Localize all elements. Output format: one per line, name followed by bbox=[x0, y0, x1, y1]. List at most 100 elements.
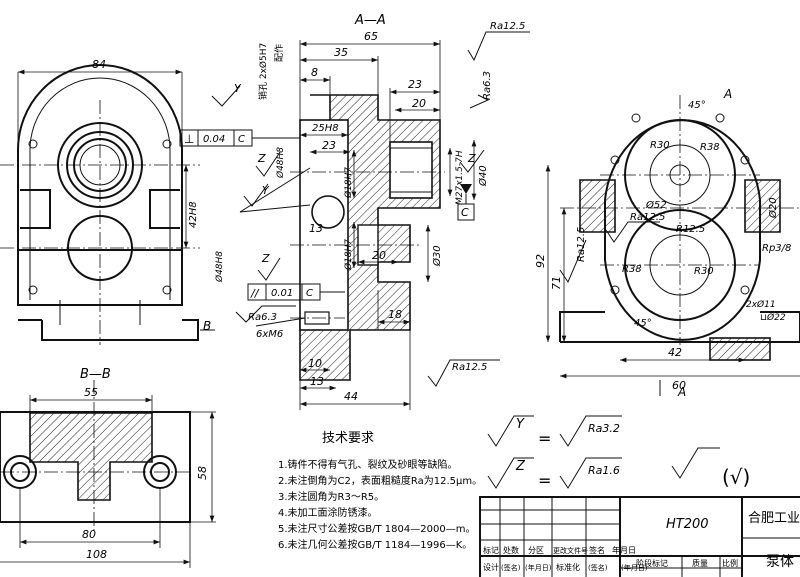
rough-ra63-b: Ra6.3 bbox=[248, 312, 277, 323]
dim-20a: 20 bbox=[412, 97, 426, 110]
dim-25h8: 25H8 bbox=[312, 123, 339, 134]
tech-item-1: 1.铸件不得有气孔、裂纹及砂眼等缺陷。 bbox=[278, 458, 458, 471]
svg-text:0.04: 0.04 bbox=[203, 134, 225, 145]
tech-item-3: 3.未注圆角为R3～R5。 bbox=[278, 490, 384, 503]
dim-r30-a: R30 bbox=[650, 140, 670, 151]
dim-r125: R12.5 bbox=[676, 224, 705, 235]
dim-d20: Ø20 bbox=[767, 197, 779, 219]
cut-label-a-top: A bbox=[723, 87, 732, 101]
mass-label: 质量 bbox=[692, 558, 708, 568]
tech-title: 技术要求 bbox=[322, 431, 374, 446]
svg-text:C: C bbox=[306, 288, 313, 299]
section-aa-title: A—A bbox=[354, 13, 386, 28]
front-view: 84 42H8 B bbox=[0, 58, 215, 345]
svg-text:⊥: ⊥ bbox=[184, 132, 194, 146]
svg-text:设计: 设计 bbox=[483, 562, 499, 572]
dim-d30: Ø30 bbox=[431, 245, 443, 267]
dim-13: 13 bbox=[309, 222, 323, 235]
datum-c: C bbox=[457, 184, 475, 221]
roughness-legend: Y = Ra3.2 Z = Ra1.6 (√) bbox=[487, 415, 750, 490]
dim-35: 35 bbox=[334, 46, 348, 59]
svg-text:分区: 分区 bbox=[528, 546, 544, 555]
dim-108: 108 bbox=[86, 548, 107, 561]
section-bb-title: B—B bbox=[80, 367, 111, 382]
rough-y-b: Y bbox=[262, 184, 270, 197]
stage-mark: 阶段标记 bbox=[636, 558, 668, 568]
dim-d48-a: Ø48H8 bbox=[275, 147, 286, 179]
dim-d48-b: Ø48H8 bbox=[214, 251, 225, 283]
svg-text:(√): (√) bbox=[722, 465, 750, 489]
part-name: 泵体 bbox=[766, 554, 794, 570]
rough-ra125-b: Ra12.5 bbox=[452, 362, 487, 373]
rough-z-a: Z bbox=[257, 152, 266, 165]
tech-item-6: 6.未注几何公差按GB/T 1184—1996—K。 bbox=[278, 538, 472, 551]
pin-hole-note2: 配作 bbox=[273, 44, 285, 62]
dim-8: 8 bbox=[311, 66, 318, 79]
title-block: HT200 合肥工业 泵体 标记 处数 分区 更改文件号 签名 年月日 设计 (… bbox=[479, 496, 800, 577]
dim-18: 18 bbox=[388, 308, 402, 321]
dim-71: 71 bbox=[550, 276, 563, 290]
tech-requirements: 技术要求 1.铸件不得有气孔、裂纹及砂眼等缺陷。 2.未注倒角为C2，表面粗糙度… bbox=[278, 431, 482, 551]
rough-y-a: Y bbox=[234, 82, 242, 95]
rough-z-c: Z bbox=[261, 252, 270, 265]
dim-r30-b: R30 bbox=[694, 266, 714, 277]
svg-text:Z: Z bbox=[515, 459, 526, 474]
svg-text:=: = bbox=[538, 429, 551, 448]
dim-60: 60 bbox=[672, 379, 686, 392]
dim-d18-a: Ø18H7 bbox=[343, 167, 354, 199]
rough-z-b: Z bbox=[467, 152, 476, 165]
svg-text:C: C bbox=[461, 206, 469, 219]
section-aa-view: A—A 65 35 8 23 20 25H8 23 Ø18H7 bbox=[179, 13, 530, 410]
dim-13b: 13 bbox=[310, 375, 324, 388]
dim-r38-b: R38 bbox=[622, 264, 642, 275]
pin-hole-note: 销孔 2xØ5H7 bbox=[257, 43, 269, 100]
dim-58: 58 bbox=[196, 466, 209, 480]
svg-text:=: = bbox=[538, 471, 551, 490]
svg-text:(签名): (签名) bbox=[501, 563, 521, 572]
rough-ra63-a: Ra6.3 bbox=[482, 71, 493, 100]
dim-holes: 2xØ11 bbox=[746, 299, 776, 310]
dim-23a: 23 bbox=[408, 78, 422, 91]
svg-text:年月日: 年月日 bbox=[612, 545, 636, 555]
dim-d52: Ø52 bbox=[645, 199, 667, 211]
cut-label-a-bottom: A bbox=[677, 385, 686, 399]
company: 合肥工业 bbox=[748, 511, 800, 526]
svg-text://: // bbox=[250, 287, 260, 300]
svg-text:C: C bbox=[238, 134, 245, 145]
svg-text:签名: 签名 bbox=[589, 545, 605, 555]
dim-42h8: 42H8 bbox=[188, 201, 199, 228]
rough-ra125-d: Ra12.5 bbox=[630, 212, 665, 223]
scale-label: 比例 bbox=[722, 558, 738, 568]
dim-80: 80 bbox=[82, 528, 96, 541]
dim-cbore: ⊔Ø22 bbox=[760, 312, 786, 323]
dim-42: 42 bbox=[668, 346, 682, 359]
dim-d40: Ø40 bbox=[477, 165, 489, 187]
dim-44: 44 bbox=[344, 390, 358, 403]
tech-item-2: 2.未注倒角为C2，表面粗糙度Ra为12.5μm。 bbox=[278, 474, 482, 487]
svg-text:标记: 标记 bbox=[483, 545, 499, 555]
section-bb-view: B—B 55 58 80 108 bbox=[0, 367, 216, 568]
svg-text:(年月日): (年月日) bbox=[621, 563, 648, 572]
dim-thread: M27x1.5-7H bbox=[455, 150, 465, 205]
dim-65: 65 bbox=[364, 30, 378, 43]
svg-text:0.01: 0.01 bbox=[271, 288, 293, 299]
tech-item-5: 5.未注尺寸公差按GB/T 1804—2000—m。 bbox=[278, 522, 475, 535]
svg-text:Ra3.2: Ra3.2 bbox=[588, 422, 620, 435]
dim-55: 55 bbox=[84, 386, 98, 399]
svg-text:标准化: 标准化 bbox=[556, 562, 580, 572]
dim-20b: 20 bbox=[372, 249, 386, 262]
cut-label-b: B bbox=[203, 319, 211, 333]
dim-ang45-a: 45° bbox=[688, 100, 706, 111]
svg-text:更改文件号: 更改文件号 bbox=[553, 546, 588, 555]
svg-text:处数: 处数 bbox=[503, 545, 519, 555]
right-view: A A R30 R38 Ø52 R12.5 R38 R30 Ø20 Rp3/8 … bbox=[534, 87, 800, 399]
dim-ang45-b: 45° bbox=[634, 318, 652, 329]
bolt-note: 6xM6 bbox=[256, 329, 283, 340]
dim-23b: 23 bbox=[322, 139, 336, 152]
parallelism-frame: // 0.01 C bbox=[247, 283, 345, 301]
svg-text:(年月日): (年月日) bbox=[525, 563, 552, 572]
rough-ra125-c: Ra12.5 bbox=[576, 227, 587, 262]
dim-r38-a: R38 bbox=[700, 142, 720, 153]
svg-text:Y: Y bbox=[516, 417, 525, 432]
